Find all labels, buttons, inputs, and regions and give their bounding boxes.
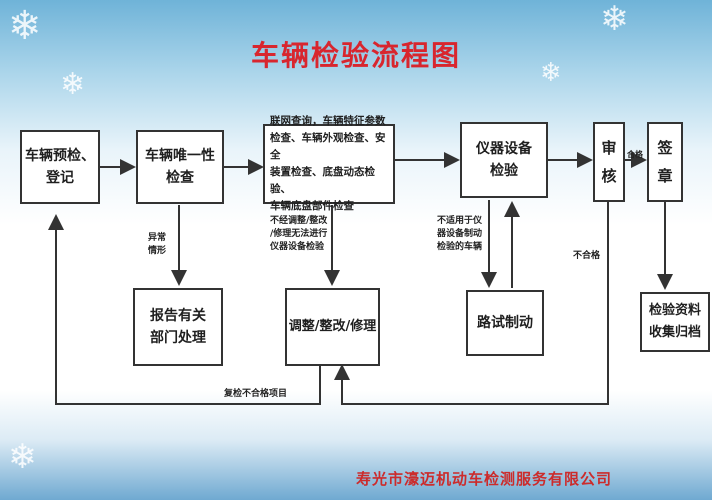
adjust-label: 调整/整改/修理 <box>288 319 377 334</box>
abnormal-note: 异常 情形 <box>148 233 167 256</box>
snowflake-icon: ❄ <box>8 437 37 477</box>
review-label-2: 核 <box>601 167 617 185</box>
arrow-recheck-to-register <box>48 214 321 405</box>
road-brake-label: 路试制动 <box>477 315 533 331</box>
instrument-box: 仪器设备 检验 <box>460 122 548 198</box>
register-box: 车辆预检、 登记 <box>20 130 100 204</box>
archive-label: 检验资料 收集归档 <box>648 303 701 340</box>
not-applicable-note: 不适用于仪 器设备制动 检验的车辆 <box>437 216 483 252</box>
sign-box: 签 章 <box>647 122 683 202</box>
register-label: 车辆预检、 登记 <box>25 148 95 186</box>
sign-label-2: 章 <box>657 167 673 185</box>
recheck-note: 复检不合格项目 <box>224 389 288 399</box>
unique-check-label: 车辆唯一性 检查 <box>145 148 215 186</box>
fail-note: 不合格 <box>573 251 601 261</box>
network-check-label: 联网查询，车辆特征参数 检查、车辆外观检查、安全 装置检查、底盘动态检验、 车辆… <box>270 115 386 212</box>
unique-check-box: 车辆唯一性 检查 <box>136 130 224 204</box>
snowflake-icon: ❄ <box>8 3 42 49</box>
archive-box: 检验资料 收集归档 <box>640 292 710 352</box>
review-box: 审 核 <box>593 122 625 202</box>
road-brake-box: 路试制动 <box>466 290 544 356</box>
company-footer: 寿光市濠迈机动车检测服务有限公司 <box>356 470 613 488</box>
arrow-review-fail-to-adjust <box>334 200 609 405</box>
review-label-1: 审 <box>601 139 617 157</box>
sign-label-1: 签 <box>657 139 673 157</box>
pass-note: 合格 <box>627 150 643 159</box>
report-label: 报告有关 部门处理 <box>150 308 206 346</box>
snowflake-icon: ❄ <box>600 0 629 39</box>
snowflake-icon: ❄ <box>540 58 562 88</box>
instrument-label: 仪器设备 检验 <box>476 141 532 179</box>
diagram-title: 车辆检验流程图 <box>250 39 461 72</box>
cannot-adjust-note: 不经调整/整改 /修理无法进行 仪器设备检验 <box>270 216 328 252</box>
snowflake-icon: ❄ <box>60 67 86 102</box>
report-box: 报告有关 部门处理 <box>133 288 223 366</box>
network-check-box: 联网查询，车辆特征参数 检查、车辆外观检查、安全 装置检查、底盘动态检验、 车辆… <box>263 115 395 212</box>
adjust-box: 调整/整改/修理 <box>285 288 380 366</box>
